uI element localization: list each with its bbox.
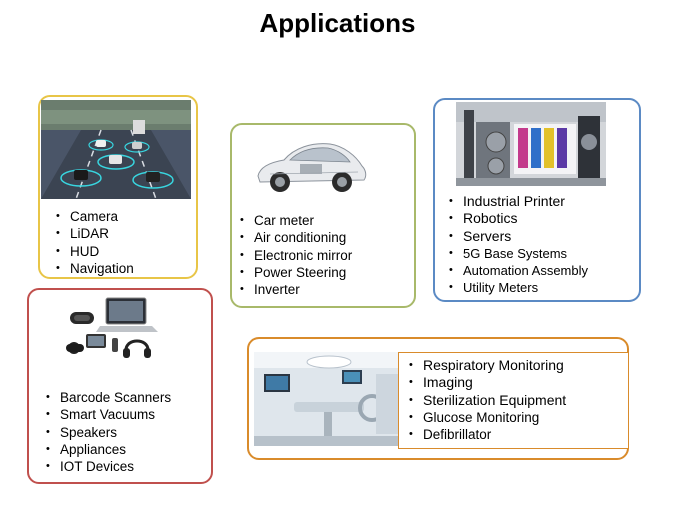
- list-item: Automation Assembly: [448, 262, 588, 280]
- medical-list: Respiratory Monitoring Imaging Steriliza…: [408, 357, 566, 444]
- page-title: Applications: [259, 8, 416, 38]
- list-item: Glucose Monitoring: [408, 409, 566, 427]
- operating-room-image: [254, 352, 404, 446]
- list-item: Speakers: [45, 424, 171, 442]
- list-item: Utility Meters: [448, 279, 588, 297]
- list-item: Camera: [55, 208, 134, 226]
- list-item: Barcode Scanners: [45, 389, 171, 407]
- list-item: Power Steering: [239, 264, 352, 282]
- list-item: Electronic mirror: [239, 247, 352, 265]
- list-item: Robotics: [448, 210, 588, 228]
- list-item: Inverter: [239, 281, 352, 299]
- list-item: HUD: [55, 243, 134, 261]
- list-item: Servers: [448, 228, 588, 246]
- list-item: Air conditioning: [239, 229, 352, 247]
- list-item: Imaging: [408, 374, 566, 392]
- list-item: Navigation: [55, 260, 134, 278]
- list-item: Smart Vacuums: [45, 406, 171, 424]
- automotive-list: Camera LiDAR HUD Navigation: [55, 208, 134, 277]
- industrial-list: Industrial Printer Robotics Servers 5G B…: [448, 193, 588, 297]
- consumer-list: Barcode Scanners Smart Vacuums Speakers …: [45, 389, 171, 476]
- list-item: Sterilization Equipment: [408, 392, 566, 410]
- list-item: Industrial Printer: [448, 193, 588, 211]
- list-item: IOT Devices: [45, 458, 171, 476]
- list-item: 5G Base Systems: [448, 245, 588, 263]
- industrial-printer-image: [456, 102, 606, 186]
- list-item: LiDAR: [55, 225, 134, 243]
- list-item: Defibrillator: [408, 426, 566, 444]
- list-item: Car meter: [239, 212, 352, 230]
- list-item: Respiratory Monitoring: [408, 357, 566, 375]
- consumer-devices-image: [60, 294, 160, 366]
- car-cutaway-image: [250, 130, 370, 198]
- list-item: Appliances: [45, 441, 171, 459]
- car-list: Car meter Air conditioning Electronic mi…: [239, 212, 352, 299]
- autonomous-traffic-image: [41, 100, 191, 199]
